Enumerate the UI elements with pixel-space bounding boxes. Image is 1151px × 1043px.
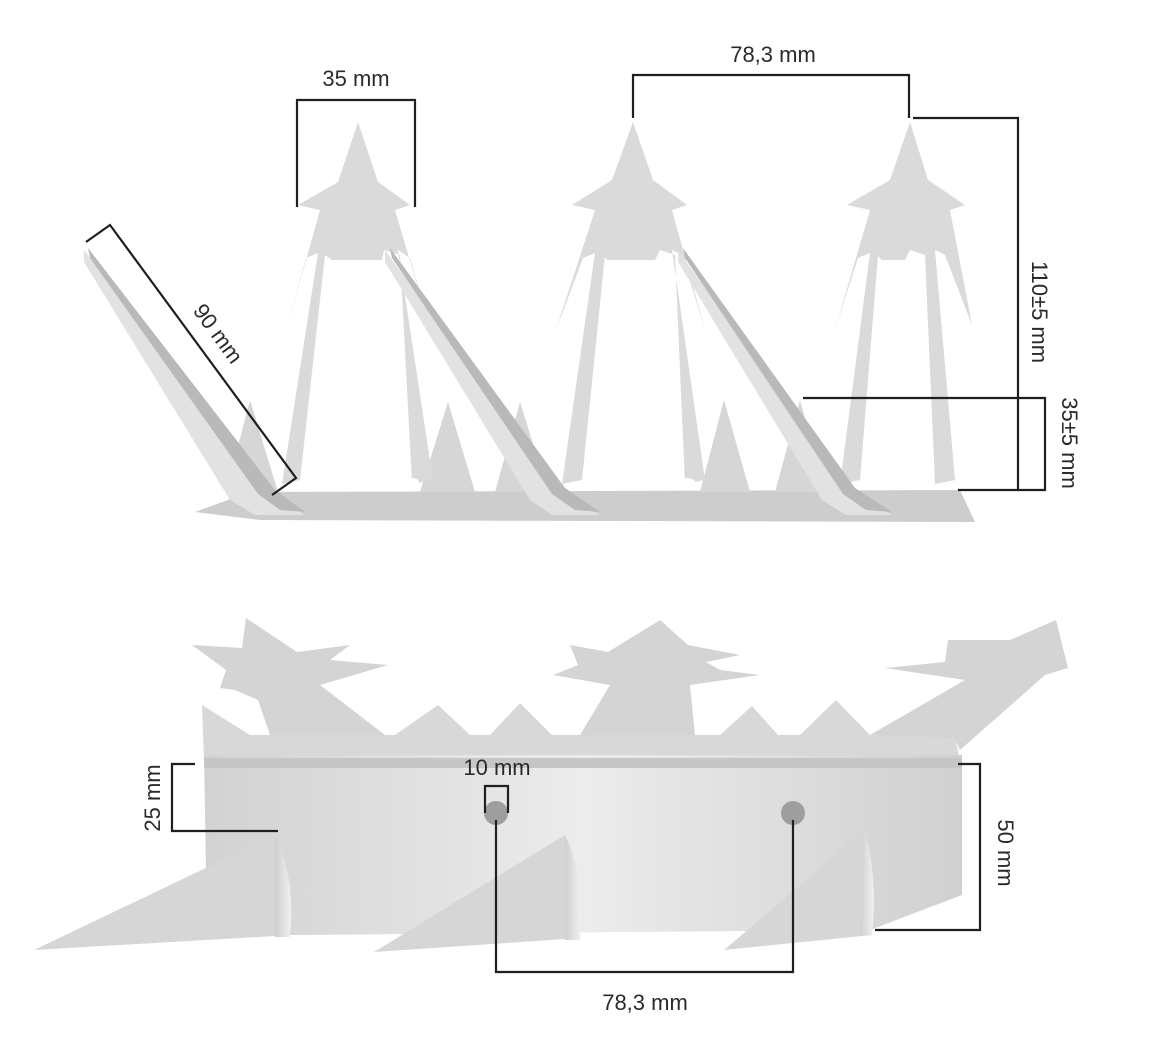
dim-height-total: [913, 116, 1020, 492]
label-base-length: 90 mm: [188, 299, 248, 368]
front-view: [34, 618, 1068, 952]
front-strip: [204, 755, 962, 935]
front-legs: [34, 830, 874, 952]
front-view-dimensions: 25 mm 10 mm 50 mm 78,3 mm: [140, 755, 1018, 1015]
label-strip-height: 50 mm: [993, 819, 1018, 886]
front-crown-3: [870, 620, 1068, 750]
dim-hole-diameter: [483, 784, 510, 813]
dim-base-length: [85, 223, 298, 496]
mounting-hole-right: [781, 801, 805, 825]
spike-1: [282, 122, 433, 484]
spike-2: [556, 122, 705, 484]
dim-spike-pitch-top: [631, 73, 911, 118]
label-hole-pitch: 78,3 mm: [602, 990, 688, 1015]
fold-line: [204, 758, 962, 768]
dim-height-base: [803, 396, 1047, 492]
label-height-total: 110±5 mm: [1027, 261, 1052, 363]
label-spike-pitch-top: 78,3 mm: [730, 42, 816, 67]
label-hole-diameter: 10 mm: [463, 755, 530, 780]
front-crown-2: [553, 620, 760, 735]
spike-3: [835, 122, 972, 484]
label-spike-width: 35 mm: [322, 66, 389, 91]
side-view: [84, 122, 975, 522]
base-slots: [403, 478, 770, 486]
dim-hole-pitch: [494, 820, 795, 974]
label-height-base: 35±5 mm: [1057, 397, 1082, 489]
front-teeth: [202, 700, 960, 760]
label-strip-offset: 25 mm: [140, 764, 165, 831]
mounting-hole-left: [484, 801, 508, 825]
dim-strip-height: [875, 762, 982, 932]
front-crown-1: [192, 618, 388, 735]
dim-spike-width: [295, 98, 417, 207]
dim-strip-offset: [170, 762, 278, 833]
